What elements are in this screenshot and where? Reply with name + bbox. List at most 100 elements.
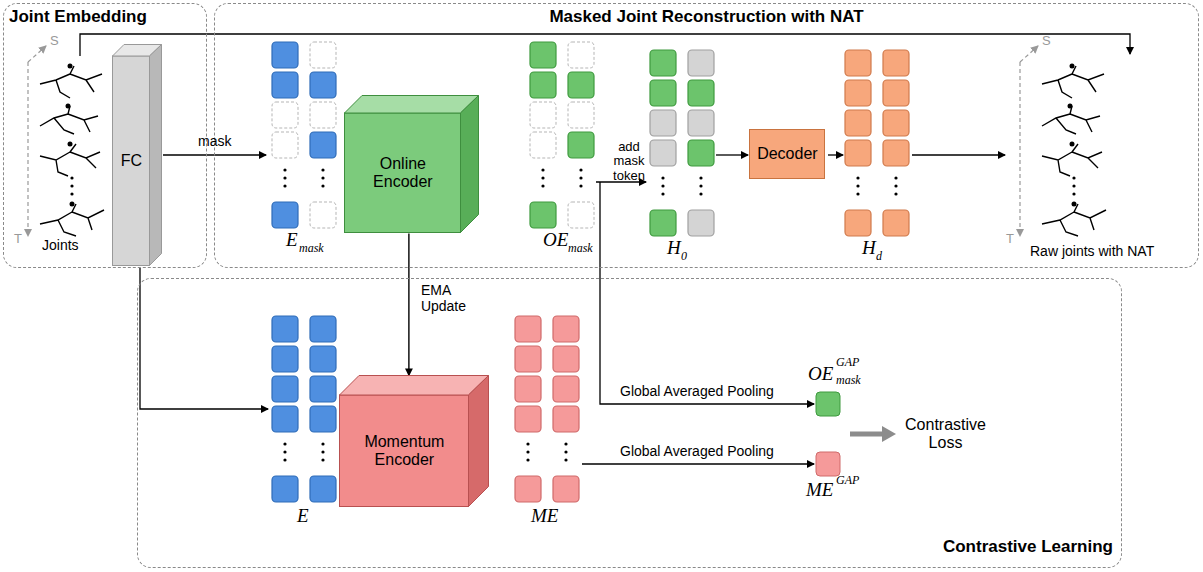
cube-face: Momentum Encoder (339, 395, 469, 507)
token (688, 110, 714, 136)
ellipsis-dot (70, 192, 73, 195)
skeleton-head (1070, 64, 1075, 69)
ellipsis-dot (321, 450, 324, 453)
ellipsis-dot (579, 168, 582, 171)
token (515, 376, 541, 402)
ellipsis-dot (1072, 192, 1075, 195)
math-symbol: ME (806, 480, 833, 501)
skeleton-figure (1042, 106, 1100, 134)
token (568, 132, 594, 158)
token (530, 202, 556, 228)
token (553, 476, 579, 502)
token (883, 210, 909, 236)
annotation: Joints (42, 238, 79, 253)
cube-top (345, 96, 479, 114)
token (530, 42, 556, 68)
math-symbol: E (297, 506, 309, 527)
ellipsis-dot (283, 184, 286, 187)
cube-side (461, 96, 479, 233)
token (272, 376, 298, 402)
token (688, 140, 714, 166)
skeleton-figure (40, 204, 104, 236)
math-symbol: H (667, 238, 681, 259)
cube-top (340, 376, 489, 396)
token (650, 210, 676, 236)
ellipsis-dot (579, 184, 582, 187)
ellipsis-dot (283, 176, 286, 179)
token (272, 406, 298, 432)
skeleton-head (68, 64, 73, 69)
cube-front (113, 56, 150, 266)
ellipsis-dot (321, 442, 324, 445)
dashed-region: Joint EmbeddingFC (3, 3, 207, 268)
ellipsis-dot (894, 184, 897, 187)
cube-face: FC (112, 56, 150, 266)
token (272, 202, 298, 228)
skeleton-head (1070, 142, 1075, 147)
box-face: Decoder (750, 130, 824, 178)
ellipsis-dot (661, 184, 664, 187)
masked-token (568, 202, 594, 228)
module-label: Decoder (757, 145, 817, 163)
token (845, 110, 871, 136)
token (310, 316, 336, 342)
token (883, 140, 909, 166)
ellipsis-dot (699, 184, 702, 187)
ellipsis-dot (856, 192, 859, 195)
math-index: mask (836, 374, 861, 387)
math-index: GAP (836, 474, 859, 487)
token (310, 406, 336, 432)
cube-front (340, 395, 469, 507)
token (515, 316, 541, 342)
token (515, 476, 541, 502)
masked-token (272, 102, 298, 128)
ellipsis-dot (283, 442, 286, 445)
token (688, 50, 714, 76)
skeleton-figure (1042, 204, 1106, 236)
region-title: Masked Joint Reconstruction with NAT (215, 7, 1198, 27)
region-title: Joint Embedding (9, 7, 147, 27)
math-symbol: H (862, 238, 876, 259)
ellipsis-dot (541, 176, 544, 179)
ellipsis-dot (894, 192, 897, 195)
annotation: Contrastive Loss (898, 416, 993, 451)
token-columns (272, 42, 909, 502)
cube-face: Online Encoder (344, 113, 461, 233)
module-label: Online Encoder (358, 155, 447, 192)
axis-arrows (28, 46, 1038, 236)
region-title: Contrastive Learning (943, 537, 1113, 557)
token (845, 210, 871, 236)
annotation: Global Averaged Pooling (620, 384, 774, 399)
token (688, 210, 714, 236)
token (310, 72, 336, 98)
token (845, 80, 871, 106)
token (650, 80, 676, 106)
annotation: mask (198, 134, 231, 149)
skeleton-figure (1042, 66, 1104, 98)
masked-token (568, 42, 594, 68)
token (568, 72, 594, 98)
masked-token (272, 132, 298, 158)
math-index: 0 (681, 250, 687, 263)
axis-label: S (50, 34, 59, 48)
ellipsis-dot (541, 184, 544, 187)
annotation: Global Averaged Pooling (620, 444, 774, 459)
loss-arrow (850, 432, 884, 437)
edge-label: EMA Update (419, 282, 483, 315)
token (845, 50, 871, 76)
masked-token (530, 102, 556, 128)
ellipsis-dot (70, 184, 73, 187)
ellipsis-dot (564, 450, 567, 453)
token (310, 476, 336, 502)
token (883, 50, 909, 76)
token (845, 140, 871, 166)
token (553, 406, 579, 432)
masked-token (568, 102, 594, 128)
module-cube: FC (112, 44, 162, 266)
token (515, 346, 541, 372)
ellipsis-dot (661, 176, 664, 179)
math-symbol: E (286, 230, 298, 251)
skeleton-head (1072, 202, 1077, 207)
token (553, 376, 579, 402)
